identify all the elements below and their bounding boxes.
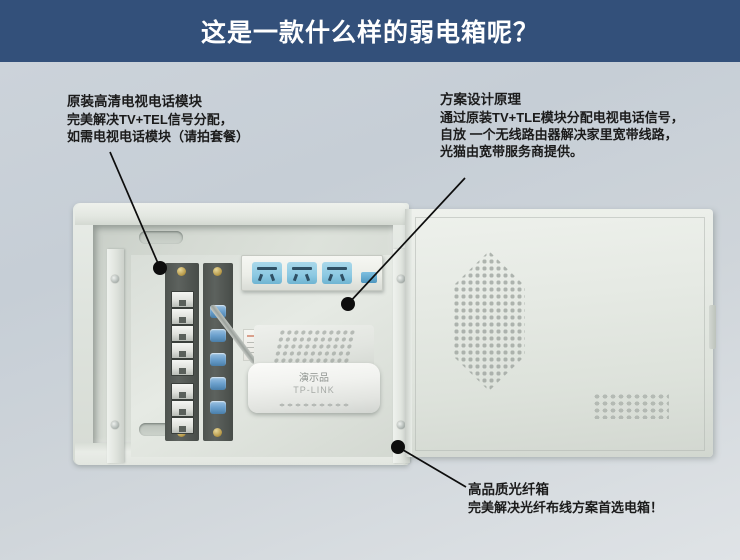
fiber-adapter bbox=[210, 401, 226, 414]
socket-pin bbox=[257, 267, 277, 270]
socket-pin bbox=[339, 273, 346, 282]
wireless-router: 演示品 TP-LINK bbox=[209, 303, 380, 413]
socket-pin bbox=[304, 273, 311, 282]
callout-bottom-title: 高品质光纤箱 bbox=[468, 482, 549, 497]
product-photo-distribution-box: 演示品 TP-LINK bbox=[73, 203, 716, 465]
callout-bottom: 高品质光纤箱 完美解决光纤布线方案首选电箱！ bbox=[468, 481, 663, 516]
socket-pin bbox=[327, 273, 334, 282]
fiber-adapter-panel bbox=[203, 263, 233, 441]
rj45-port bbox=[171, 383, 194, 400]
power-switch bbox=[361, 272, 377, 283]
socket-pin bbox=[327, 267, 347, 270]
mounting-rail-left bbox=[107, 249, 124, 463]
rj45-port bbox=[171, 417, 194, 434]
screw bbox=[177, 267, 186, 276]
callout-right-line-3: 光猫由宽带服务商提供。 bbox=[440, 144, 584, 160]
door-grid-vent-pattern bbox=[593, 393, 669, 419]
screw bbox=[213, 267, 222, 276]
power-socket bbox=[322, 262, 352, 284]
callout-right-line-1: 通过原装TV+TLE模块分配电视电话信号， bbox=[440, 109, 684, 125]
rj45-port bbox=[171, 342, 194, 359]
callout-bottom-line-1: 完美解决光纤布线方案首选电箱！ bbox=[468, 499, 664, 515]
power-socket bbox=[287, 262, 317, 284]
router-demo-label: 演示品 bbox=[299, 373, 329, 384]
door-hinge-edge bbox=[405, 209, 412, 457]
callout-right-title: 方案设计原理 bbox=[440, 92, 521, 107]
patch-panel-rj45 bbox=[165, 263, 199, 441]
router-top-shell: 演示品 TP-LINK bbox=[248, 363, 380, 413]
rj45-port bbox=[171, 400, 194, 417]
screw bbox=[111, 421, 119, 429]
rj45-port bbox=[171, 291, 194, 308]
callout-right: 方案设计原理 通过原装TV+TLE模块分配电视电话信号， 自放 一个无线路由器解… bbox=[440, 91, 684, 160]
cabinet-door-panel bbox=[405, 209, 716, 457]
socket-pin bbox=[257, 273, 264, 282]
fiber-adapter bbox=[210, 377, 226, 390]
router-brand-label: TP-LINK bbox=[293, 385, 335, 395]
power-strip bbox=[241, 255, 383, 291]
rj45-port bbox=[171, 359, 194, 376]
screw bbox=[213, 428, 222, 437]
socket-pin bbox=[292, 273, 299, 282]
screw bbox=[397, 275, 405, 283]
router-rear-panel bbox=[254, 325, 374, 369]
screw bbox=[111, 275, 119, 283]
screw bbox=[397, 421, 405, 429]
rj45-port bbox=[171, 308, 194, 325]
callout-left-line-2: 如需电视电话模块（请拍套餐） bbox=[67, 128, 250, 144]
page-title: 这是一款什么样的弱电箱呢？ bbox=[200, 19, 539, 47]
fiber-adapter bbox=[210, 329, 226, 342]
cabinet-interior: 演示品 TP-LINK bbox=[93, 225, 410, 463]
callout-dot-right bbox=[341, 297, 355, 311]
cabinet-body: 演示品 TP-LINK bbox=[73, 203, 410, 465]
callout-right-line-2: 自放 一个无线路由器解决家里宽带线路， bbox=[440, 126, 678, 142]
rj45-port bbox=[171, 325, 194, 342]
cable-slot-top bbox=[139, 231, 183, 244]
fiber-adapter bbox=[210, 353, 226, 366]
router-vent-holes bbox=[272, 329, 358, 363]
cabinet-top-lip bbox=[75, 203, 407, 225]
header-banner: 这是一款什么样的弱电箱呢？ bbox=[0, 0, 740, 62]
router-led-indicators bbox=[278, 403, 350, 407]
callout-left: 原装高清电视电话模块 完美解决TV+TEL信号分配， 如需电视电话模块（请拍套餐… bbox=[67, 93, 249, 145]
callout-left-title: 原装高清电视电话模块 bbox=[67, 94, 202, 109]
power-socket bbox=[252, 262, 282, 284]
callout-dot-left bbox=[153, 261, 167, 275]
door-inner-border bbox=[415, 217, 705, 451]
callout-dot-bottom bbox=[391, 440, 405, 454]
socket-pin bbox=[269, 273, 276, 282]
door-latch bbox=[709, 305, 716, 349]
callout-left-line-1: 完美解决TV+TEL信号分配， bbox=[67, 111, 233, 127]
socket-pin bbox=[292, 267, 312, 270]
